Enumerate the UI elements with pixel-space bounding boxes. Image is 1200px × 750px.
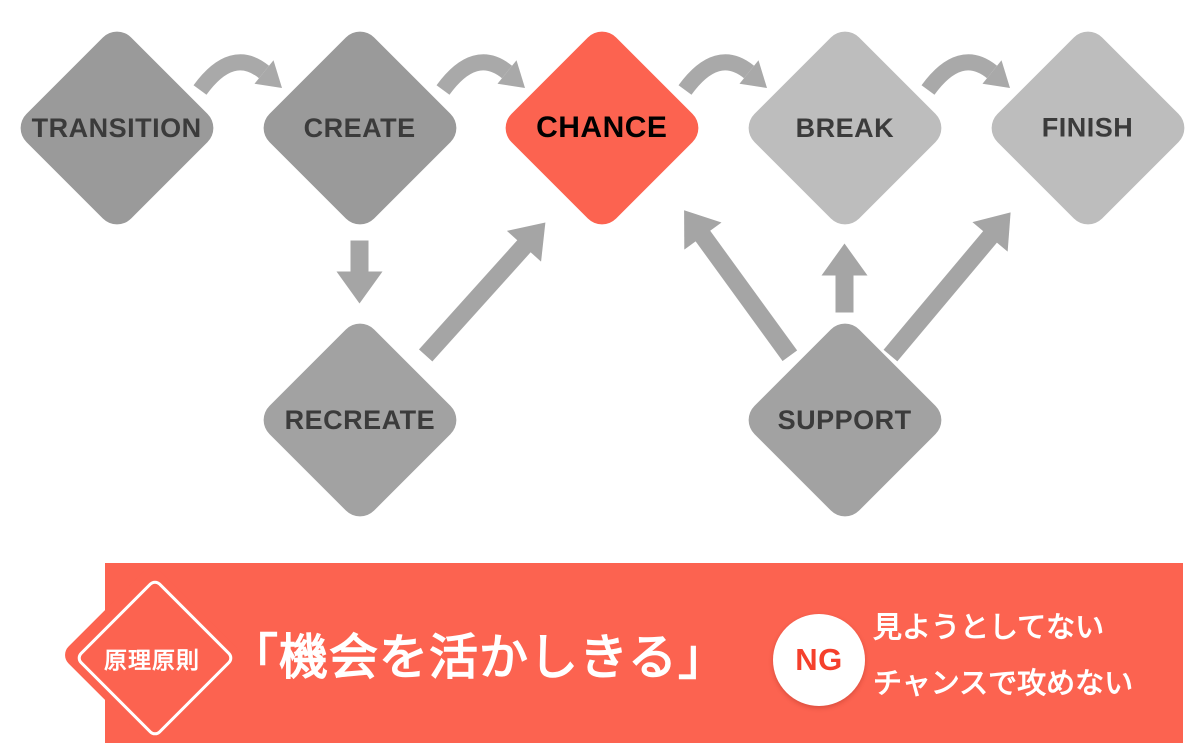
transition-to-create-arrow — [193, 54, 282, 95]
banner-note-line1: 見ようとしてない — [873, 612, 1105, 644]
recreate-to-chance-arrow — [418, 222, 546, 362]
principle-badge-label: 原理原則 — [104, 647, 200, 673]
banner-notes: 見ようとしてない チャンスで攻めない — [873, 563, 1133, 743]
banner-note-line2: チャンスで攻めない — [873, 668, 1134, 700]
create-to-chance-arrow — [436, 54, 525, 95]
support-to-finish-arrow — [883, 212, 1011, 362]
node-break: BREAK — [740, 23, 950, 233]
node-finish: FINISH — [983, 23, 1193, 233]
principle-banner: 原理原則 「機会を活かしきる」 NG 見ようとしてない チャンスで攻めない — [60, 563, 1183, 747]
banner-headline: 「機会を活かしきる」 — [229, 630, 729, 685]
node-finish-label: FINISH — [1042, 112, 1134, 143]
break-to-finish-arrow — [921, 54, 1010, 95]
create-to-recreate-arrow — [336, 240, 383, 304]
node-break-label: BREAK — [795, 112, 895, 143]
node-support-label: SUPPORT — [777, 404, 913, 435]
node-chance-label: CHANCE — [536, 111, 668, 144]
ng-badge-label: NG — [795, 642, 843, 677]
ng-badge: NG — [773, 614, 865, 706]
node-create-label: CREATE — [303, 112, 417, 143]
support-to-break-arrow — [821, 243, 868, 313]
node-chance: CHANCE — [497, 23, 707, 233]
node-transition: TRANSITION — [12, 23, 222, 233]
node-transition-label: TRANSITION — [31, 112, 202, 143]
chance-to-break-arrow — [678, 54, 767, 95]
node-create: CREATE — [255, 23, 465, 233]
node-recreate-label: RECREATE — [284, 404, 436, 435]
support-to-chance-arrow — [684, 210, 798, 362]
